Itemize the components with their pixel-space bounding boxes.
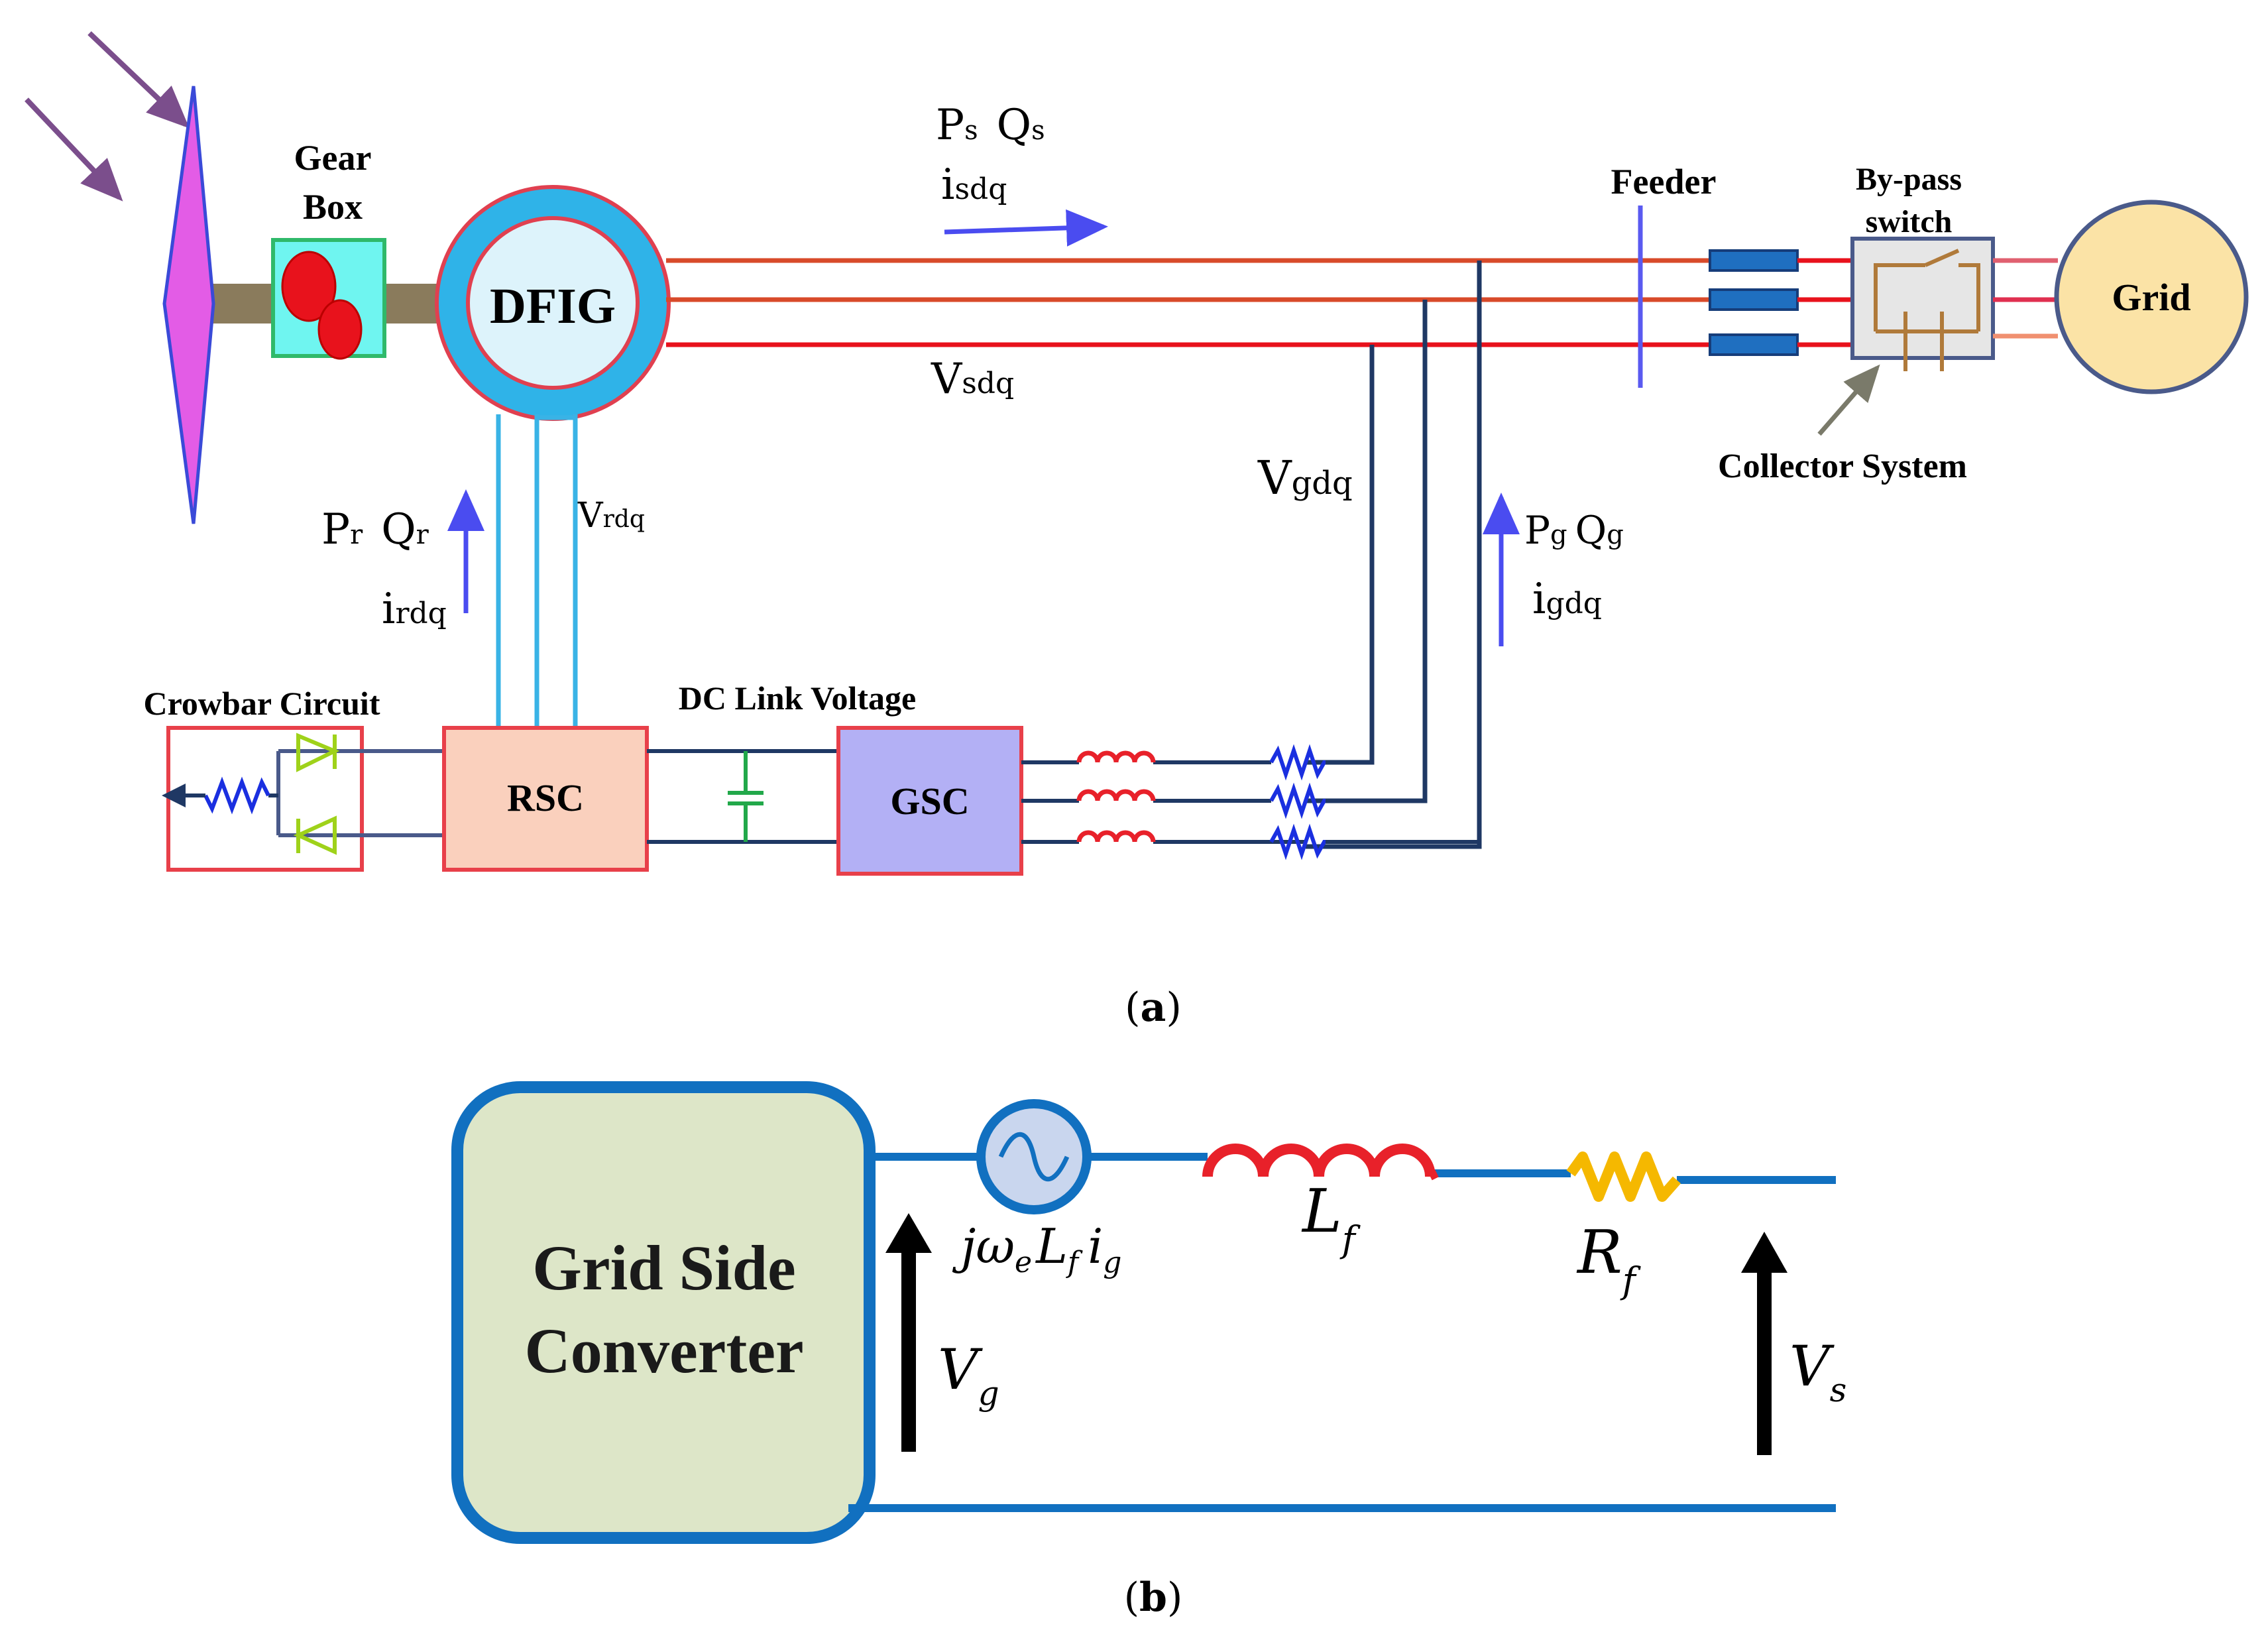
inductor-lf-lead <box>1428 1169 1439 1181</box>
dfig-label: DFIG <box>490 278 616 334</box>
stator-power-arrow <box>944 209 1108 247</box>
crowbar-resistor <box>162 776 278 815</box>
vg-label: Vg <box>938 1337 999 1413</box>
vg-arrow-icon <box>885 1213 932 1452</box>
circuit-wires <box>848 1153 1836 1512</box>
filter-inductors <box>1076 750 1156 843</box>
gear-box-label-line1: Gear <box>294 138 372 178</box>
dc-link <box>647 749 838 844</box>
dc-link-label: DC Link Voltage <box>679 679 916 717</box>
bypass-label-line2: switch <box>1866 204 1953 239</box>
vs-arrow-icon <box>1741 1232 1787 1455</box>
filter-resistors <box>1269 744 1326 860</box>
dfig-inner <box>466 216 640 390</box>
collector-system-label: Collector System <box>1718 447 1967 485</box>
grid-circle <box>2054 200 2249 394</box>
rotor-cable <box>496 414 578 732</box>
bypass-switch <box>1850 237 1995 360</box>
grid-connection <box>1993 258 2058 339</box>
wind-arrow-top <box>87 31 190 129</box>
vsdq-label: Vsdq <box>931 355 1014 404</box>
converter-label-line2: Converter <box>524 1315 803 1386</box>
crowbar-label: Crowbar Circuit <box>144 685 380 722</box>
panel-a-caption: (a) <box>1125 984 1182 1031</box>
wind-arrow-bottom <box>25 97 123 202</box>
lf-label: Lf <box>1301 1177 1361 1260</box>
panel-b-caption: (b) <box>1124 1574 1183 1621</box>
crowbar-diodes <box>276 733 444 855</box>
gsc-box <box>836 726 1023 876</box>
gear-large <box>281 251 337 322</box>
gsc-label: GSC <box>890 780 969 823</box>
feeder-breakers <box>1709 249 1852 356</box>
sine-wave-icon <box>998 1132 1070 1181</box>
grid-side-converter-box <box>451 1081 876 1544</box>
stator-lines <box>666 258 1710 347</box>
igdq-label: igdq <box>1532 575 1602 624</box>
collector-arrow <box>1817 364 1880 436</box>
inductor-lf <box>1202 1144 1436 1177</box>
grid-label: Grid <box>2112 276 2190 319</box>
panel-a: Gear Box DFIG Feeder <box>25 31 2249 1031</box>
gear-box-label-line2: Box <box>303 187 363 227</box>
feeder-label: Feeder <box>1611 162 1717 202</box>
turbine-blade <box>162 86 215 524</box>
isdq-label: isdq <box>941 160 1007 209</box>
vgdq-label: Vgdq <box>1257 451 1353 505</box>
gear-small <box>317 299 363 360</box>
converter-label-line1: Grid Side <box>532 1232 795 1303</box>
vs-label: Vs <box>1789 1334 1846 1409</box>
rsc-box <box>442 726 649 872</box>
vrdq-label: Vrdq <box>577 496 645 536</box>
switch-symbol <box>1874 249 1980 371</box>
bypass-label-line1: By-pass <box>1856 162 1962 197</box>
rf-label: Rf <box>1576 1218 1641 1301</box>
filter-to-tap-lines <box>1326 760 1479 844</box>
gsc-feed-lines <box>1306 261 1482 849</box>
rsc-label: RSC <box>507 776 584 819</box>
resistor-rf <box>1566 1151 1681 1202</box>
irdq-label: irdq <box>382 585 447 634</box>
gsc-filter-lines <box>1021 760 1306 844</box>
